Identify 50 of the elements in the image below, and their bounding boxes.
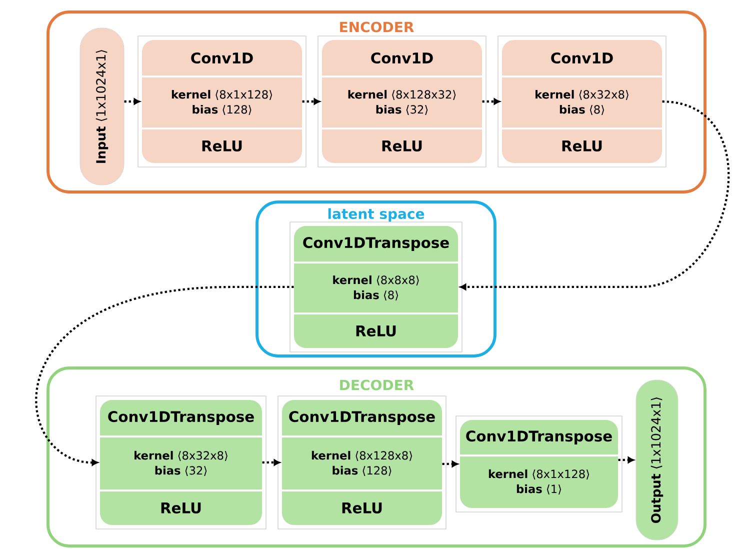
parameter-text: kernel ⟨8x8x8⟩ bbox=[333, 275, 419, 286]
group-title: ENCODER bbox=[340, 22, 414, 32]
parameter-text: bias ⟨128⟩ bbox=[192, 104, 252, 116]
group-title: latent space bbox=[328, 208, 424, 222]
parameter-text: bias ⟨128⟩ bbox=[332, 466, 392, 476]
activation-label: ReLU bbox=[382, 140, 422, 152]
arrow bbox=[442, 460, 458, 468]
arrow bbox=[302, 98, 320, 105]
io-pill: Input ⟨1x1024x1⟩ bbox=[80, 28, 124, 186]
layer-title: Conv1DTranspose bbox=[466, 430, 612, 444]
arrow bbox=[124, 98, 140, 105]
parameter-text: bias ⟨8⟩ bbox=[560, 104, 604, 116]
parameter-text: bias ⟨1⟩ bbox=[516, 484, 561, 495]
parameter-text: bias ⟨8⟩ bbox=[354, 290, 398, 301]
layer-block bbox=[278, 396, 446, 530]
layer-block bbox=[138, 36, 306, 168]
arrow bbox=[618, 456, 634, 464]
arrow bbox=[460, 100, 730, 290]
layer-block bbox=[96, 396, 266, 530]
activation-label: ReLU bbox=[356, 326, 396, 336]
parameter-text: kernel ⟨8x32x8⟩ bbox=[536, 90, 628, 100]
parameter-text: kernel ⟨8x1x128⟩ bbox=[488, 469, 589, 480]
io-pill: Output ⟨1x1024x1⟩ bbox=[636, 380, 678, 540]
parameter-text: bias ⟨32⟩ bbox=[155, 466, 207, 476]
arrow bbox=[262, 459, 280, 466]
parameter-text: kernel ⟨8x128x8⟩ bbox=[312, 450, 412, 462]
layer-title: Conv1DTranspose bbox=[108, 411, 254, 425]
layer-title: Conv1DTranspose bbox=[303, 237, 449, 251]
activation-label: ReLU bbox=[342, 502, 382, 514]
layer-title: Conv1D bbox=[371, 52, 433, 64]
parameter-text: kernel ⟨8x128x32⟩ bbox=[348, 90, 456, 100]
encoder-frame bbox=[46, 10, 706, 194]
parameter-text: bias ⟨32⟩ bbox=[376, 104, 428, 116]
activation-label: ReLU bbox=[202, 140, 242, 152]
parameter-text: kernel ⟨8x32x8⟩ bbox=[134, 450, 228, 462]
layer-block bbox=[290, 222, 462, 352]
activation-label: ReLU bbox=[562, 140, 602, 152]
arrow bbox=[482, 98, 500, 105]
layer-title: Conv1D bbox=[191, 52, 253, 64]
layer-title: Conv1DTranspose bbox=[289, 411, 435, 425]
layer-block bbox=[456, 416, 622, 512]
latent-space-frame bbox=[256, 200, 496, 358]
layer-title: Conv1D bbox=[551, 52, 613, 64]
layer-block bbox=[318, 36, 486, 168]
layer-block bbox=[498, 36, 666, 168]
activation-label: ReLU bbox=[161, 502, 201, 514]
arrow bbox=[35, 286, 294, 466]
parameter-text: kernel ⟨8x1x128⟩ bbox=[172, 90, 272, 100]
decoder-frame bbox=[46, 366, 706, 548]
group-title: DECODER bbox=[340, 380, 414, 390]
